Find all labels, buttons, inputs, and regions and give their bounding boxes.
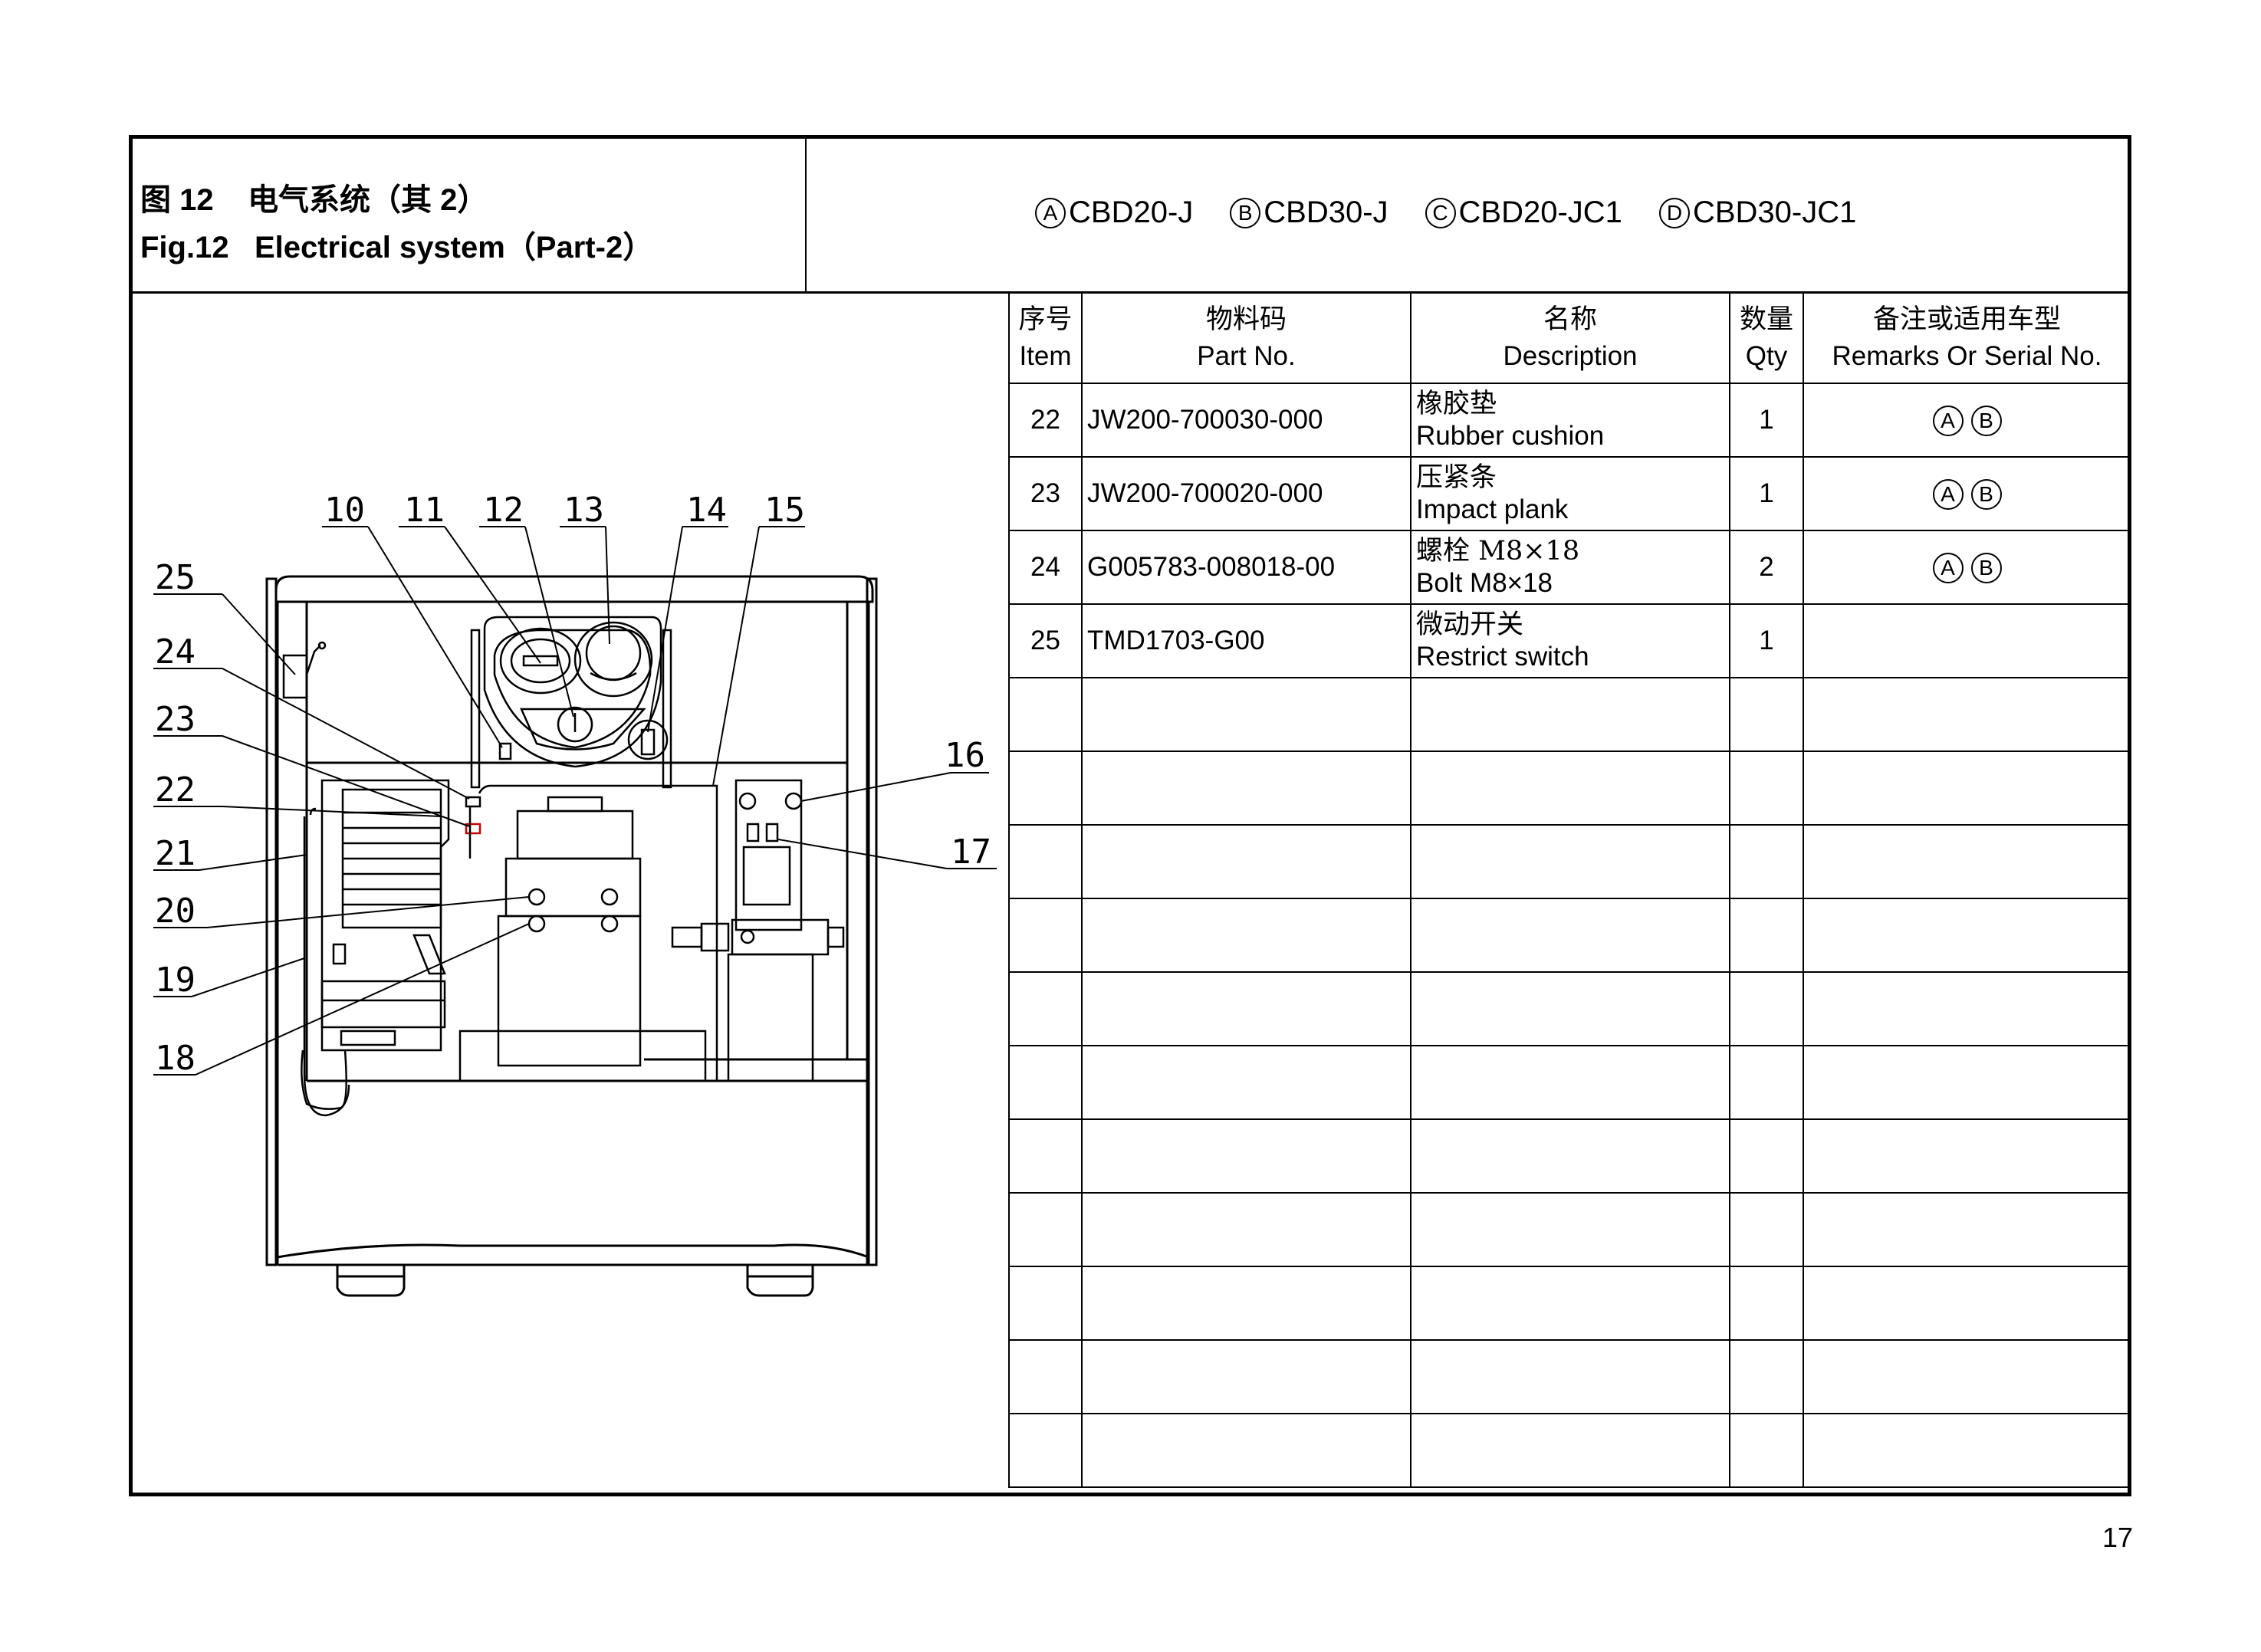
part-no-cell: TMD1703-G00 — [1081, 603, 1411, 678]
part-no-cell: JW200-700030-000 — [1081, 383, 1411, 458]
circled-letter-icon: B — [1970, 406, 2002, 436]
table-row-empty — [1008, 824, 2131, 899]
table-row-empty — [1008, 1118, 2131, 1194]
callout-16: 16 — [945, 736, 985, 775]
item-cell: 24 — [1008, 530, 1083, 605]
table-row-empty — [1008, 1045, 2131, 1120]
figure-number-cn: 图 12 — [140, 183, 214, 217]
circled-letter-icon: B — [1230, 197, 1261, 228]
callout-22: 22 — [155, 770, 196, 810]
figure-number-en: Fig.12 — [140, 231, 229, 264]
callout-25: 25 — [155, 558, 196, 597]
qty-cell: 1 — [1729, 383, 1804, 458]
callout-12: 12 — [483, 491, 524, 530]
contactor — [671, 779, 845, 1082]
callout-23: 23 — [155, 700, 196, 739]
table-row-empty — [1008, 750, 2131, 826]
callout-20: 20 — [155, 892, 196, 931]
circled-letter-icon: A — [1932, 406, 1964, 436]
item-cell: 25 — [1008, 603, 1083, 678]
qty-cell: 1 — [1729, 603, 1804, 678]
table-row-empty — [1008, 1413, 2131, 1488]
circled-letter-icon: B — [1970, 479, 2002, 510]
model-name: CBD20-JC1 — [1458, 195, 1622, 229]
callout-leaders — [153, 526, 997, 1076]
remarks-cell — [1803, 603, 2131, 678]
circled-letter-icon: C — [1425, 197, 1456, 228]
circled-letter-icon: A — [1932, 553, 1964, 583]
callout-14: 14 — [686, 491, 727, 530]
table-row-empty — [1008, 898, 2131, 973]
part-no-cell: G005783-008018-00 — [1081, 530, 1411, 605]
figure-title-en: Fig.12 Electrical system（Part-2） — [140, 222, 653, 267]
callout-10: 10 — [324, 491, 365, 530]
qty-cell: 1 — [1729, 456, 1804, 531]
callout-17: 17 — [951, 833, 991, 872]
instrument-panel — [470, 616, 672, 789]
figure-title-cn: 图 12 电气系统（其 2） — [140, 175, 488, 219]
model-name: CBD30-J — [1264, 195, 1388, 229]
callout-18: 18 — [155, 1039, 196, 1078]
circled-letter-icon: D — [1658, 197, 1690, 228]
item-cell: 23 — [1008, 456, 1083, 531]
controller-box — [301, 779, 450, 1110]
callout-19: 19 — [155, 961, 196, 1000]
limit-switch — [282, 641, 327, 699]
callout-15: 15 — [764, 491, 805, 530]
cabinet-feet — [336, 1265, 814, 1297]
title-divider — [805, 136, 807, 292]
table-row-empty — [1008, 1192, 2131, 1267]
table-row-empty — [1008, 1339, 2131, 1414]
circled-letter-icon: A — [1035, 197, 1066, 228]
item-cell: 22 — [1008, 383, 1083, 458]
model-name: CBD20-J — [1069, 195, 1194, 229]
table-row-empty — [1008, 971, 2131, 1046]
figure-caption-en: Electrical system（Part-2） — [254, 231, 654, 264]
part-no-cell: JW200-700020-000 — [1081, 456, 1411, 531]
callout-13: 13 — [564, 491, 604, 530]
callout-24: 24 — [155, 632, 196, 672]
qty-cell: 2 — [1729, 530, 1804, 605]
callout-11: 11 — [404, 491, 445, 530]
callout-labels: 10 11 12 13 14 15 25 24 23 22 21 20 19 1… — [155, 491, 991, 1078]
circled-letter-icon: A — [1932, 479, 1964, 510]
table-row-empty — [1008, 1266, 2131, 1341]
motor-pump — [458, 784, 718, 1082]
page-number: 17 — [2102, 1522, 2134, 1553]
figure-caption-cn: 电气系统（其 2） — [248, 183, 488, 217]
callout-21: 21 — [155, 834, 196, 873]
table-row-empty — [1008, 677, 2131, 752]
bolt-cluster — [465, 796, 481, 859]
model-name: CBD30-JC1 — [1692, 195, 1857, 229]
circled-letter-icon: B — [1970, 553, 2002, 583]
